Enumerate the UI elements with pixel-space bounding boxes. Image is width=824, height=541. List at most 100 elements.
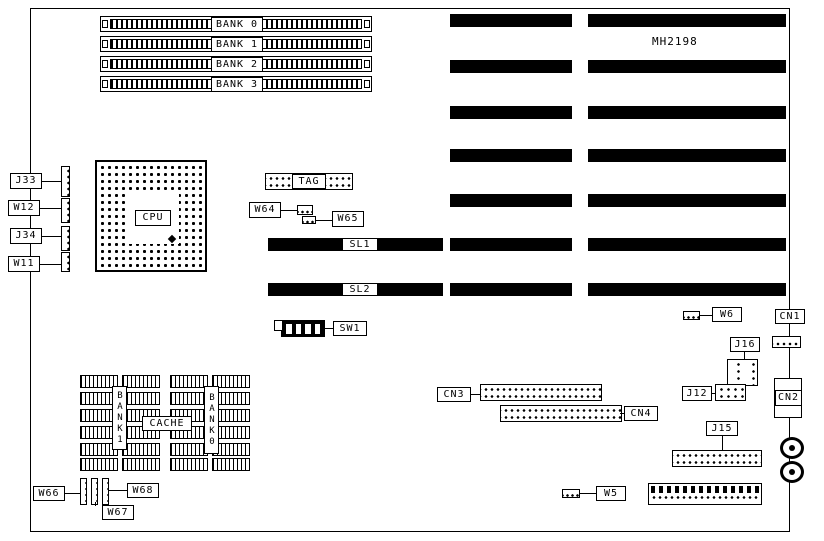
sl1-label: SL1 [342,238,378,251]
cpu-socket: CPU [95,160,207,272]
w11-jumper [61,252,70,272]
cn1-connector [772,336,801,348]
board-model-text: MH2198 [652,35,698,48]
j15-label: J15 [706,421,738,436]
expansion-slot [588,106,786,119]
dip-switch-toggle [305,323,311,334]
cache-chip [170,392,208,405]
w66-label: W66 [33,486,65,501]
w65-jumper [302,216,316,224]
expansion-slot [450,106,572,119]
edge-connector-holes [651,493,759,502]
expansion-slot [450,238,572,251]
leader-line [281,210,297,211]
j15-connector [672,450,762,467]
expansion-slot [450,194,572,207]
j16-connector [727,359,758,386]
cn2-label: CN2 [775,390,802,406]
sl2-label: SL2 [342,283,378,296]
leader-line [325,328,333,329]
w5-label: W5 [596,486,626,501]
leader-line [580,493,596,494]
leader-line [40,208,61,209]
simm-clip [364,80,370,88]
dip-switch-toggle [295,323,301,334]
w67-label: W67 [102,505,134,520]
leader-line [789,324,790,336]
expansion-slot [450,14,572,27]
simm-clip [364,60,370,68]
edge-connector [648,483,762,505]
expansion-slot [450,149,572,162]
cache-chip [212,458,250,471]
cache-chip [80,375,118,388]
simm-clip [364,20,370,28]
w5-jumper [562,489,580,498]
w68-label: W68 [127,483,159,498]
j34-label: J34 [10,228,42,244]
j34-jumper [61,226,70,251]
cache-chip [122,458,160,471]
dip-switch-toggle [286,323,292,334]
simm-clip [102,80,108,88]
leader-line [42,181,61,182]
expansion-slot [450,60,572,73]
cache-label: CACHE [142,416,192,431]
bank3-label: BANK 3 [211,77,263,92]
cache-chip [170,443,208,456]
w11-label: W11 [8,256,40,272]
expansion-slot [588,149,786,162]
cn4-connector [500,405,622,422]
din-connector-bottom [780,461,804,483]
cache-chip [170,375,208,388]
cn3-label: CN3 [437,387,471,402]
cn4-label: CN4 [624,406,658,421]
cache-chip [122,375,160,388]
leader-line [471,394,480,395]
simm-clip [102,40,108,48]
w68-jumper [102,478,109,505]
leader-line [722,436,723,450]
cn3-connector [480,384,602,401]
sw1-label: SW1 [333,321,367,336]
cache-chip [170,458,208,471]
sw1-dip-switch [274,320,325,337]
cache-chip [122,392,160,405]
leader-line [95,502,96,506]
leader-line [42,236,61,237]
cache-bank0-label: BANK0 [204,386,219,454]
din-connector-top [780,437,804,459]
dip-switch-toggle [314,323,320,334]
bank1-label: BANK 1 [211,37,263,52]
w12-label: W12 [8,200,40,216]
cache-chip [80,458,118,471]
bank0-label: BANK 0 [211,17,263,32]
expansion-slot [588,14,786,27]
w64-label: W64 [249,202,281,218]
cache-bank1-label: BANK1 [112,386,127,450]
leader-line [744,352,745,359]
w12-jumper [61,198,70,223]
leader-line [40,264,61,265]
j12-connector [715,384,746,401]
cn1-label: CN1 [775,309,805,324]
edge-connector-pins [651,486,759,493]
leader-line [65,493,80,494]
w66-jumper [80,478,87,505]
tag-label: TAG [292,174,326,189]
simm-clip [102,20,108,28]
cpu-label: CPU [135,210,171,226]
bank2-label: BANK 2 [211,57,263,72]
leader-line [712,393,715,394]
leader-line [316,220,332,221]
expansion-slot [588,60,786,73]
j33-label: J33 [10,173,42,189]
j33-jumper [61,166,70,197]
w6-label: W6 [712,307,742,322]
leader-line [700,315,712,316]
simm-clip [102,60,108,68]
expansion-slot [588,283,786,296]
leader-line [620,413,626,414]
w64-jumper [297,205,313,215]
leader-line [109,490,127,491]
